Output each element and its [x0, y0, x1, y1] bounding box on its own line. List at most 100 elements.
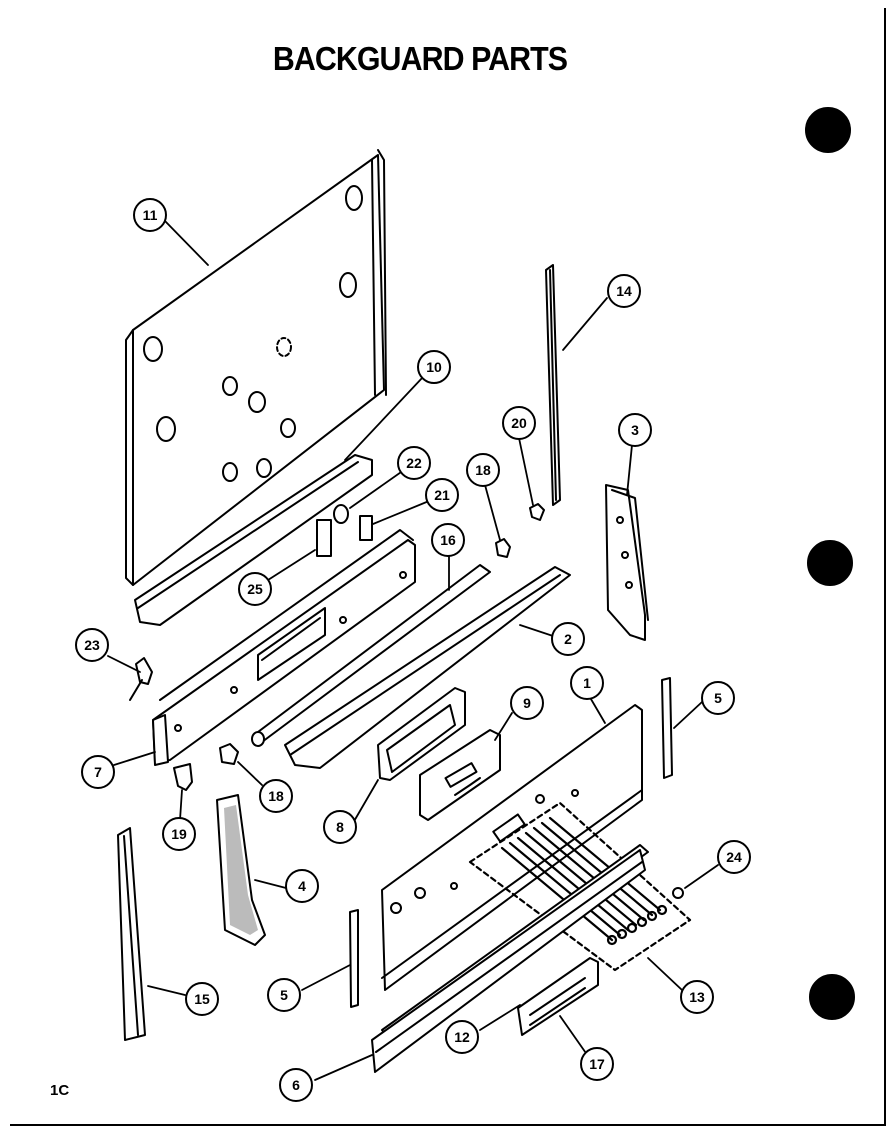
part-22-bushing — [333, 504, 349, 524]
callout-circle — [502, 406, 536, 440]
callout-21: 21 — [425, 478, 459, 512]
callout-circle — [75, 628, 109, 662]
callout-circle — [510, 686, 544, 720]
callout-circle — [445, 1020, 479, 1054]
part-24-knob — [672, 887, 684, 899]
callout-18: 18 — [466, 453, 500, 487]
callout-circle — [259, 779, 293, 813]
callout-23: 23 — [75, 628, 109, 662]
callout-circle — [81, 755, 115, 789]
callout-circle — [162, 817, 196, 851]
callout-label: 4 — [298, 878, 306, 894]
callout-label: 17 — [589, 1056, 605, 1072]
part-13-switch-harness — [468, 801, 692, 972]
callout-label: 11 — [143, 207, 158, 223]
callout-4: 4 — [285, 869, 319, 903]
callout-circle — [285, 869, 319, 903]
part-25-bracket — [316, 519, 332, 557]
callout-15: 15 — [185, 982, 219, 1016]
callout-14: 14 — [607, 274, 641, 308]
part-9-clock-timer — [419, 729, 501, 821]
callout-label: 7 — [94, 764, 102, 780]
callout-2: 2 — [551, 622, 585, 656]
callout-circle — [185, 982, 219, 1016]
callout-label: 12 — [454, 1029, 470, 1045]
callout-8: 8 — [323, 810, 357, 844]
callout-20: 20 — [502, 406, 536, 440]
part-7-control-panel — [152, 529, 416, 766]
callout-17: 17 — [580, 1047, 614, 1081]
callout-22: 22 — [397, 446, 431, 480]
callout-24: 24 — [717, 840, 751, 874]
part-18-clip-upper — [495, 538, 511, 558]
callout-16: 16 — [431, 523, 465, 557]
callout-19: 19 — [162, 817, 196, 851]
callout-11: 11 — [133, 198, 167, 232]
part-5-end-cap-right — [661, 677, 673, 779]
callout-circle — [607, 274, 641, 308]
callout-label: 13 — [689, 989, 705, 1005]
part-8-window-frame — [377, 687, 466, 781]
callout-circle — [431, 523, 465, 557]
callout-label: 2 — [564, 631, 572, 647]
callout-label: 1 — [583, 675, 591, 691]
callout-25: 25 — [238, 572, 272, 606]
callout-circle — [701, 681, 735, 715]
callout-label: 5 — [280, 987, 288, 1003]
callout-circle — [551, 622, 585, 656]
callout-circle — [417, 350, 451, 384]
part-23-wire-clip — [129, 657, 153, 701]
callout-12: 12 — [445, 1020, 479, 1054]
callout-circle — [570, 666, 604, 700]
callout-circle — [580, 1047, 614, 1081]
callout-label: 18 — [268, 788, 284, 804]
callout-circle — [133, 198, 167, 232]
callout-circle — [323, 810, 357, 844]
callout-label: 24 — [726, 849, 742, 865]
part-14-side-trim — [545, 264, 561, 506]
callout-6: 6 — [279, 1068, 313, 1102]
part-16-fluorescent-tube — [251, 564, 491, 747]
part-10-panel-strip — [134, 454, 373, 626]
callout-label: 19 — [171, 826, 187, 842]
leader-lines — [107, 220, 719, 1081]
binder-hole-bottom — [809, 974, 855, 1020]
binder-hole-middle — [807, 540, 853, 586]
callout-3: 3 — [618, 413, 652, 447]
callout-label: 5 — [714, 690, 722, 706]
callout-label: 15 — [194, 991, 210, 1007]
callout-circle — [680, 980, 714, 1014]
callout-circle — [279, 1068, 313, 1102]
callout-label: 20 — [511, 415, 527, 431]
callout-label: 8 — [336, 819, 344, 835]
part-11-back-panel — [125, 149, 387, 586]
callout-5: 5 — [267, 978, 301, 1012]
callout-label: 22 — [406, 455, 422, 471]
page-frame — [10, 8, 886, 1126]
callout-18: 18 — [259, 779, 293, 813]
part-4-insulation — [216, 794, 266, 946]
page-code: 1C — [50, 1082, 70, 1099]
callout-label: 25 — [247, 581, 263, 597]
part-1-front-panel — [381, 704, 643, 991]
callout-7: 7 — [81, 755, 115, 789]
callout-label: 16 — [440, 532, 456, 548]
part-19-clip — [173, 763, 193, 791]
callout-circle — [425, 478, 459, 512]
callout-circle — [466, 453, 500, 487]
callout-circle — [267, 978, 301, 1012]
callout-label: 23 — [84, 637, 100, 653]
callout-label: 21 — [434, 487, 450, 503]
callout-label: 3 — [631, 422, 639, 438]
part-5-end-cap-left — [349, 909, 359, 1008]
callout-10: 10 — [417, 350, 451, 384]
callout-label: 6 — [292, 1077, 300, 1093]
callout-5: 5 — [701, 681, 735, 715]
part-3-side-bracket — [605, 484, 649, 641]
binder-hole-top — [805, 107, 851, 153]
part-20-clip — [529, 503, 545, 521]
callout-circle — [618, 413, 652, 447]
part-21-bracket — [359, 515, 373, 541]
callout-label: 10 — [426, 359, 442, 375]
